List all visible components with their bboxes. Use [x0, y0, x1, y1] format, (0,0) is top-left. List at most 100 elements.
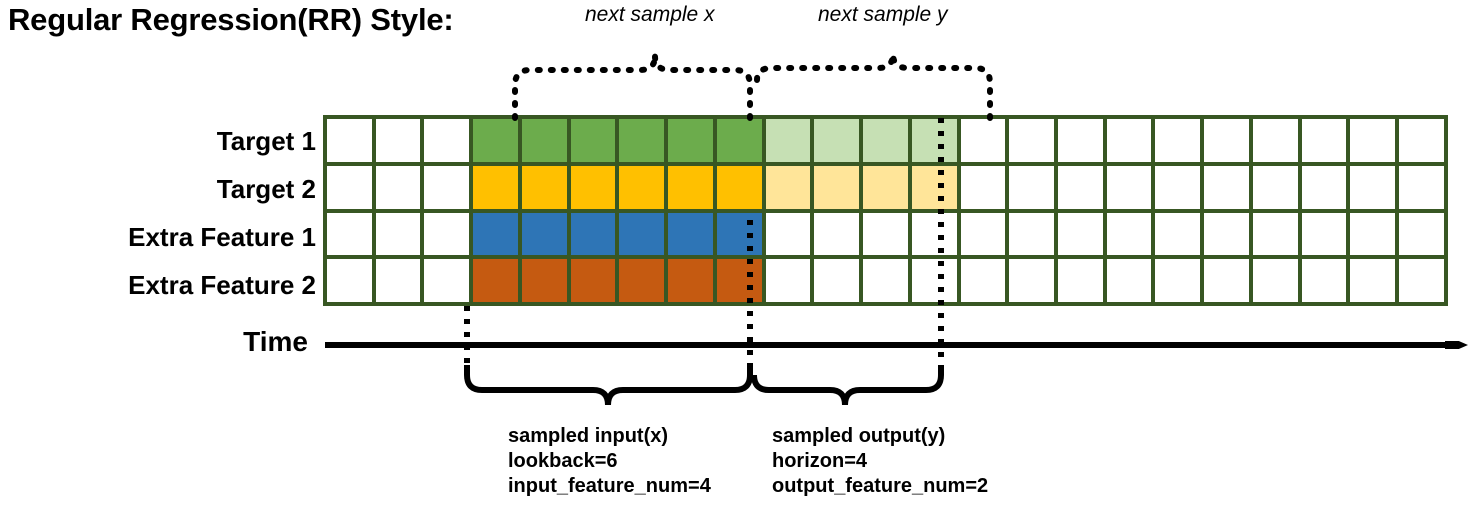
grid-cell — [716, 119, 762, 162]
grid-cell — [1106, 212, 1152, 256]
sampled-input-line-3: input_feature_num=4 — [508, 475, 711, 497]
grid-cell — [1252, 119, 1298, 162]
grid-cell — [863, 259, 908, 302]
grid-cell — [473, 259, 518, 302]
grid-cell — [1301, 212, 1347, 256]
grid-row-extra-feature-2 — [327, 259, 1444, 302]
row-label-target-1: Target 1 — [216, 126, 316, 156]
grid-cell — [1058, 165, 1103, 209]
grid-cell — [1399, 259, 1444, 302]
grid-cell — [1204, 119, 1249, 162]
grid-cell — [619, 212, 665, 256]
grid-cell — [473, 165, 518, 209]
grid-cell — [765, 259, 811, 302]
brace-output-right — [842, 365, 944, 406]
grid-cell — [1106, 165, 1152, 209]
grid-cell — [814, 119, 860, 162]
grid-cell — [765, 165, 811, 209]
row-label-extra-feature-1: Extra Feature 1 — [128, 222, 316, 252]
grid-cell — [668, 119, 713, 162]
grid-cell — [911, 119, 957, 162]
grid-cell — [863, 165, 908, 209]
page-title: Regular Regression(RR) Style: — [8, 2, 454, 37]
brace-x-right — [652, 53, 753, 121]
grid-cell — [521, 259, 567, 302]
brace-y-right — [890, 51, 993, 121]
time-axis-label: Time — [243, 326, 308, 357]
grid-cell — [1009, 259, 1055, 302]
grid-cell — [570, 165, 616, 209]
grid-cell — [375, 259, 421, 302]
grid-cell — [1106, 119, 1152, 162]
grid-cell — [473, 212, 518, 256]
grid-cell — [960, 212, 1006, 256]
grid-cell — [327, 259, 372, 302]
annotation-sampled-output: sampled output(y) horizon=4 output_featu… — [772, 424, 988, 499]
grid-cell — [716, 259, 762, 302]
grid-cell — [765, 119, 811, 162]
annotation-next-sample-x: next sample x — [585, 3, 715, 26]
grid-cell — [424, 119, 470, 162]
grid-cell — [1350, 212, 1396, 256]
grid-cell — [1155, 165, 1201, 209]
grid-cell — [1350, 259, 1396, 302]
sampled-input-line-2: lookback=6 — [508, 450, 618, 472]
grid-cell — [327, 119, 372, 162]
grid-cell — [619, 119, 665, 162]
grid-cell — [1058, 212, 1103, 256]
grid-cell — [911, 165, 957, 209]
grid-cell — [521, 119, 567, 162]
grid-cell — [1058, 259, 1103, 302]
brace-x-left — [512, 53, 658, 121]
grid-cell — [1350, 119, 1396, 162]
grid-cell — [1252, 212, 1298, 256]
grid-cell — [1301, 259, 1347, 302]
grid-cell — [1399, 119, 1444, 162]
sampled-output-line-3: output_feature_num=2 — [772, 475, 989, 497]
grid-cell — [1009, 119, 1055, 162]
grid-cell — [375, 165, 421, 209]
grid-cell — [521, 212, 567, 256]
grid-cell — [521, 165, 567, 209]
grid-cell — [1301, 165, 1347, 209]
grid-cell — [1301, 119, 1347, 162]
grid-cell — [570, 259, 616, 302]
grid-row-target-2 — [327, 165, 1444, 209]
grid-cell — [375, 212, 421, 256]
brace-input-left — [464, 365, 611, 406]
row-label-target-2: Target 2 — [216, 174, 316, 204]
grid-cell — [911, 212, 957, 256]
grid-cell — [911, 259, 957, 302]
grid-cell — [619, 165, 665, 209]
grid-cell — [1009, 165, 1055, 209]
grid-cell — [570, 119, 616, 162]
grid-row-extra-feature-1 — [327, 212, 1444, 256]
grid-cell — [375, 119, 421, 162]
grid-cell — [619, 259, 665, 302]
sampled-output-line-1: sampled output(y) — [772, 425, 946, 447]
grid-cell — [570, 212, 616, 256]
row-label-extra-feature-2: Extra Feature 2 — [128, 270, 316, 300]
grid-cell — [1058, 119, 1103, 162]
grid-cell — [1204, 212, 1249, 256]
grid-cell — [1155, 119, 1201, 162]
grid-cell — [1155, 259, 1201, 302]
grid-cell — [1252, 259, 1298, 302]
grid-cell — [814, 259, 860, 302]
grid-cell — [1155, 212, 1201, 256]
grid-cell — [424, 165, 470, 209]
grid-cell — [668, 212, 713, 256]
grid-cell — [1204, 259, 1249, 302]
time-axis-arrow — [325, 341, 1468, 349]
grid-cell — [1399, 165, 1444, 209]
grid-row-target-1 — [327, 119, 1444, 162]
grid-cell — [716, 212, 762, 256]
grid-cell — [1204, 165, 1249, 209]
annotation-sampled-input: sampled input(x) lookback=6 input_featur… — [508, 424, 711, 499]
grid-cell — [327, 212, 372, 256]
grid-cell — [863, 212, 908, 256]
grid-cell — [473, 119, 518, 162]
grid-cell — [814, 212, 860, 256]
grid-cell — [716, 165, 762, 209]
